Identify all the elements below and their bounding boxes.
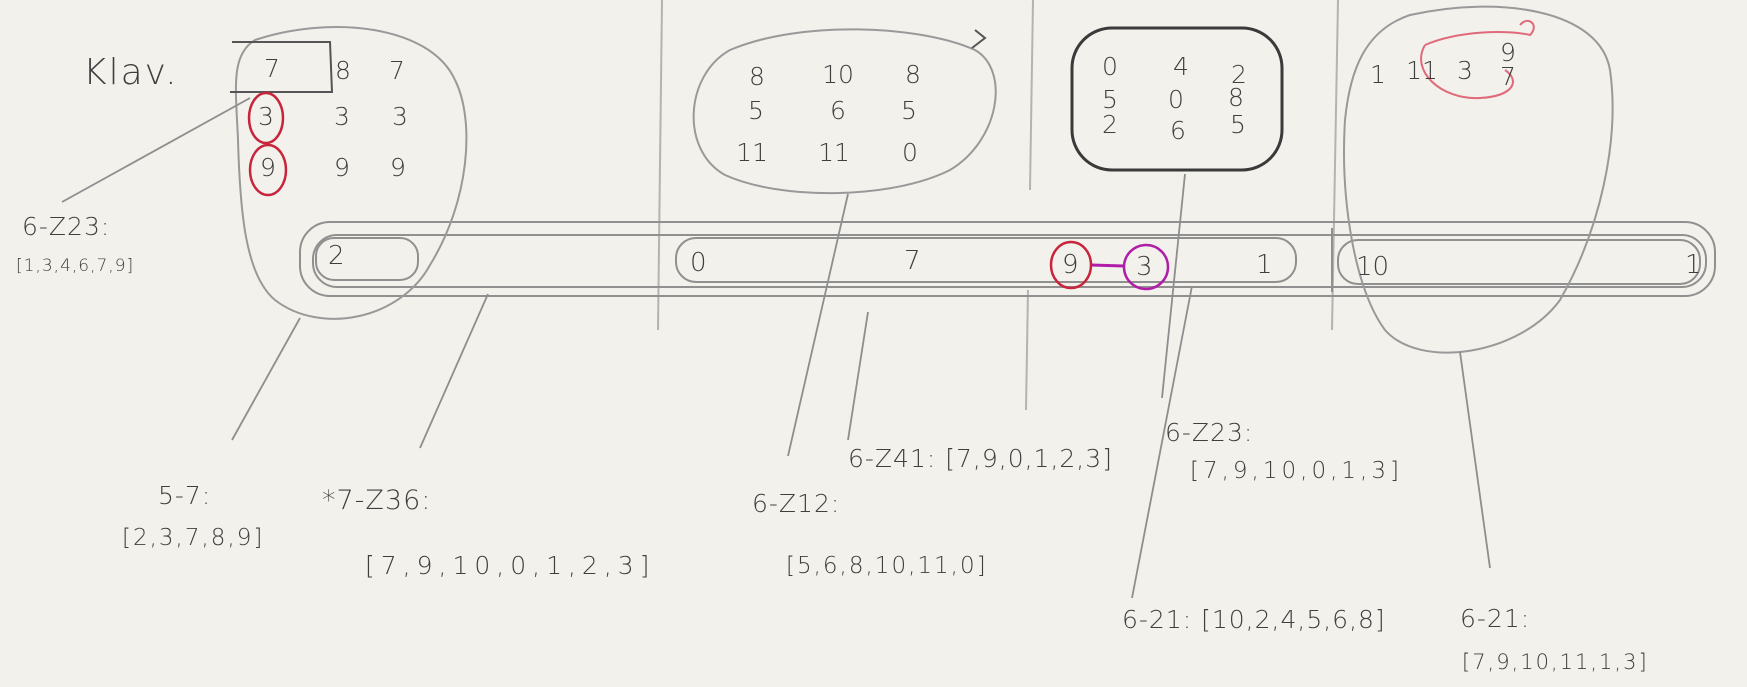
bar-number: 7 (904, 246, 921, 276)
bar-number: 10 (1356, 252, 1390, 282)
divider-2 (1025, 0, 1034, 411)
bar-number: 0 (690, 248, 707, 278)
divider-1 (657, 0, 663, 331)
bar-segment-left (315, 237, 419, 281)
grid-2-cell: 11 (736, 138, 768, 167)
grid-3-cell: 0 (1102, 52, 1118, 81)
link-9-3 (1090, 263, 1125, 268)
grid-2-cell: 0 (902, 138, 918, 167)
label-5-set: [5,6,8,10,11,0] (786, 553, 988, 579)
grid-2-cell: 8 (749, 62, 765, 91)
bar-number: 1 (1685, 250, 1702, 280)
grid-1-cell: 7 (389, 56, 405, 85)
grid-4-cell: 9 (1500, 38, 1516, 67)
bar-number: 3 (1136, 252, 1153, 282)
bar-segment-right (1337, 239, 1701, 285)
title-klav: Klav. (83, 52, 179, 93)
grid-3-cell: 5 (1230, 110, 1246, 139)
label-2-set: [2,3,7,8,9] (122, 525, 265, 551)
grid-2-cell: 11 (818, 138, 850, 167)
grid-4-cell: 1 (1370, 60, 1386, 89)
grid-1-cell: 3 (334, 102, 350, 131)
highlight-rings (247, 91, 1170, 291)
bar-number: 2 (328, 241, 345, 271)
grid-3-cell: 4 (1173, 52, 1189, 81)
leader-lines (61, 97, 1491, 599)
grid-1-cell: 3 (392, 102, 408, 131)
grid-1-cell: 8 (335, 56, 351, 85)
grid-3-cell: 5 (1102, 85, 1118, 114)
label-7-name: 6-21: [10,2,4,5,6,8] (1122, 605, 1386, 634)
label-5-name: 6-Z12: (752, 489, 841, 518)
label-1-name: 6-Z23: (22, 212, 111, 241)
grid-2-cell: 10 (822, 60, 854, 89)
grid-1-cell: 9 (260, 153, 276, 182)
grid-4-cell: 3 (1457, 56, 1473, 85)
label-3-name: *7-Z36: (322, 485, 432, 516)
label-3-set: [7,9,10,0,1,2,3] (365, 551, 656, 580)
label-4-name: 6-Z41: [7,9,0,1,2,3] (848, 444, 1113, 473)
outer-bar (299, 221, 1716, 297)
grid-4-cell: 7 (1500, 62, 1516, 91)
grid-3-cell: 6 (1170, 116, 1186, 145)
bar-segment-mid (675, 237, 1297, 283)
grid-1-cell: 9 (334, 153, 350, 182)
label-2-name: 5-7: (158, 481, 212, 510)
ring-9-grid (248, 143, 288, 197)
bar-number: 9 (1062, 250, 1079, 280)
grid-2-cell: 5 (901, 96, 917, 125)
grid-1-cell: 7 (264, 54, 280, 83)
grid-1-cell: 9 (390, 153, 406, 182)
inner-bar (312, 234, 1707, 288)
grid-1-cell: 3 (258, 102, 274, 131)
grid-2-cell: 8 (905, 60, 921, 89)
oval-g2 (692, 28, 997, 195)
grid-3-cell: 2 (1102, 110, 1118, 139)
grid-3-cell: 8 (1228, 83, 1244, 112)
box-g3 (1070, 26, 1284, 172)
label-6-name: 6-Z23: (1165, 418, 1254, 447)
pink-loop-g4 (1420, 19, 1535, 100)
label-8-set: [7,9,10,11,1,3] (1462, 650, 1649, 674)
label-1-set: [1,3,4,6,7,9] (16, 256, 135, 276)
label-8-name: 6-21: (1460, 604, 1531, 633)
oval-g1 (234, 26, 468, 320)
grid-3-cell: 2 (1231, 60, 1247, 89)
region-ovals (234, 5, 1614, 354)
oval-g4 (1343, 5, 1614, 354)
label-6-set: [7,9,10,0,1,3] (1190, 458, 1403, 484)
bar-number: 1 (1256, 250, 1273, 280)
klav-bracket (230, 29, 987, 93)
ring-3 (247, 91, 285, 145)
bar-outline (299, 221, 1716, 297)
grid-3-cell: 0 (1168, 85, 1184, 114)
ring-3-bar (1122, 243, 1170, 291)
grid-2-cell: 5 (748, 96, 764, 125)
grid-2-cell: 6 (830, 96, 846, 125)
grid-4-cell: 11 (1406, 56, 1438, 85)
